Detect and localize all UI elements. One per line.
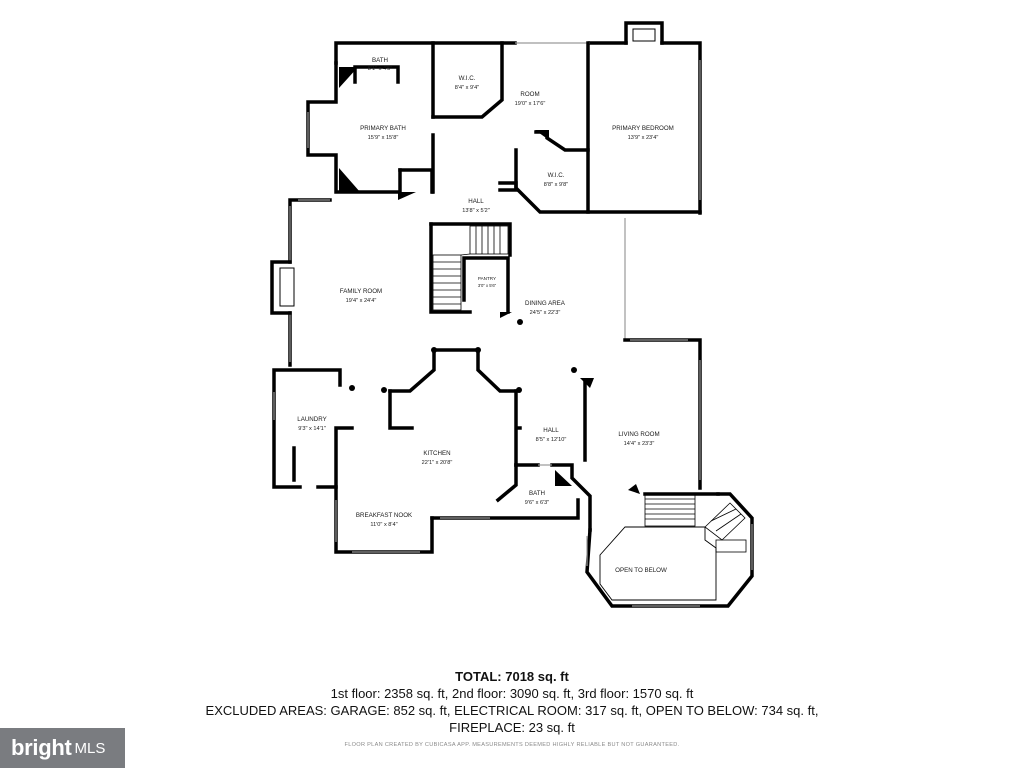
label-hall-upper: HALL — [468, 198, 484, 205]
logo-brand: bright — [11, 735, 72, 760]
excluded-areas: EXCLUDED AREAS: GARAGE: 852 sq. ft, ELEC… — [205, 703, 819, 718]
label-bath-upper: BATH — [372, 57, 388, 64]
label-primary-bedroom: PRIMARY BEDROOM — [612, 125, 674, 132]
lower-walls — [272, 347, 640, 554]
dim-primary-bedroom: 13'9" x 23'4" — [628, 135, 659, 141]
dim-hall-upper: 13'8" x 5'2" — [462, 208, 490, 214]
dim-room: 19'0" x 17'6" — [515, 101, 546, 107]
dim-bath-lower: 9'6" x 6'3" — [525, 500, 549, 506]
label-room: ROOM — [520, 91, 539, 98]
label-wic-right: W.I.C. — [548, 172, 565, 179]
dim-wic-right: 8'8" x 9'8" — [544, 182, 568, 188]
label-pantry: PANTRY — [478, 276, 496, 281]
dim-wic-left: 8'4" x 9'4" — [455, 85, 479, 91]
label-laundry: LAUNDRY — [297, 416, 326, 423]
dim-breakfast-nook: 11'0" x 8'4" — [370, 522, 397, 528]
label-bath-lower: BATH — [529, 490, 545, 497]
label-hall-lower: HALL — [543, 427, 559, 434]
dim-dining-area: 24'5" x 22'3" — [530, 310, 561, 316]
total-area: TOTAL: 7018 sq. ft — [455, 669, 569, 684]
label-open-to-below: OPEN TO BELOW — [615, 567, 667, 574]
label-living-room: LIVING ROOM — [618, 431, 659, 438]
staircase-center — [432, 225, 509, 311]
dim-bath-upper: 8'1" x 4'5" — [368, 66, 392, 72]
label-primary-bath: PRIMARY BATH — [360, 125, 406, 132]
room-labels: BATH 8'1" x 4'5" PRIMARY BATH 15'9" x 15… — [297, 57, 674, 574]
dim-family-room: 19'4" x 24'4" — [346, 298, 377, 304]
dim-living-room: 14'4" x 23'3" — [624, 441, 655, 447]
label-breakfast-nook: BREAKFAST NOOK — [356, 512, 413, 519]
label-kitchen: KITCHEN — [423, 450, 450, 457]
dim-hall-lower: 8'5" x 12'10" — [536, 437, 567, 443]
label-wic-left: W.I.C. — [459, 75, 476, 82]
bright-mls-logo: bright MLS — [0, 728, 125, 768]
middle-walls — [270, 198, 702, 490]
logo-suffix: MLS — [74, 739, 106, 757]
label-dining-area: DINING AREA — [525, 300, 566, 307]
dim-pantry: 3'0" x 5'6" — [478, 283, 497, 288]
open-to-below-area — [585, 492, 754, 608]
floor-plan: BATH 8'1" x 4'5" PRIMARY BATH 15'9" x 15… — [270, 21, 754, 608]
dim-primary-bath: 15'9" x 15'8" — [368, 135, 399, 141]
area-summary: TOTAL: 7018 sq. ft 1st floor: 2358 sq. f… — [0, 668, 1024, 736]
floor-areas: 1st floor: 2358 sq. ft, 2nd floor: 3090 … — [330, 686, 694, 701]
fireplace-area: FIREPLACE: 23 sq. ft — [449, 720, 575, 735]
staircase-lower — [644, 493, 747, 553]
dim-laundry: 9'3" x 14'1" — [298, 426, 326, 432]
label-family-room: FAMILY ROOM — [340, 288, 382, 295]
disclaimer-credit: FLOOR PLAN CREATED BY CUBICASA APP. MEAS… — [344, 742, 680, 748]
upper-wing-walls — [306, 21, 702, 215]
dim-kitchen: 22'1" x 20'8" — [422, 460, 453, 466]
